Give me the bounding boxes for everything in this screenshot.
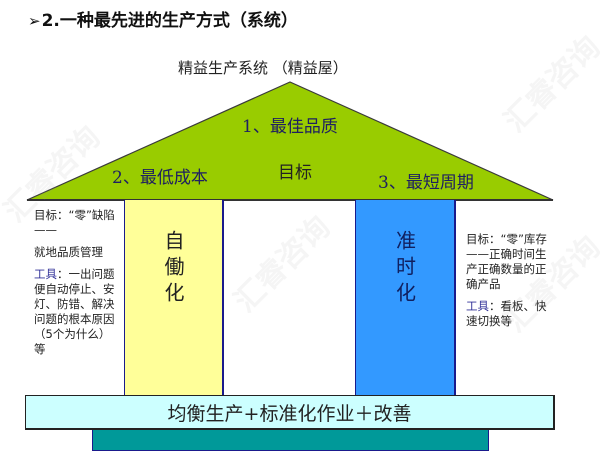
base-bar: 均衡生产+标准化作业＋改善 [25,395,555,430]
foundation-block [92,429,489,451]
right-tool-label: 工具 [466,299,489,313]
left-detail-text: 就地品质管理 [34,245,103,259]
right-tool-paragraph: 工具：看板、快速切换等 [466,299,548,329]
pillar-jidoka-label: 自働化 [161,230,185,308]
right-notes: 目标：“零”库存——正确时间生产正确数量的正确产品 工具：看板、快速切换等 [466,232,548,336]
goal-lowest-cost: 2、最低成本 [112,168,208,188]
right-goal-text: 目标：“零”库存——正确时间生产正确数量的正确产品 [466,232,547,291]
goal-best-quality: 1、最佳品质 [242,117,338,137]
right-tool-text: ：看板、快速切换等 [466,299,547,328]
diagram-title: 精益生产系统 （精益屋） [178,59,348,77]
heading-text: 2.一种最先进的生产方式（系统） [41,11,298,31]
left-tool-paragraph: 工具：一出问题便自动停止、安灯、防错、解决问题的根本原因（5个为什么）等 [34,267,116,357]
left-tool-text: ：一出问题便自动停止、安灯、防错、解决问题的根本原因（5个为什么）等 [34,267,115,356]
left-notes: 目标：“零”缺陷—— 就地品质管理 工具：一出问题便自动停止、安灯、防错、解决问… [34,208,116,364]
page-heading: ➢2.一种最先进的生产方式（系统） [28,6,298,31]
goal-shortest-cycle: 3、最短周期 [378,173,474,193]
base-bar-text: 均衡生产+标准化作业＋改善 [167,402,412,425]
goal-label: 目标 [278,163,312,183]
bullet-arrow-icon: ➢ [28,12,41,30]
left-goal-text: 目标：“零”缺陷—— [34,208,115,237]
left-tool-label: 工具 [34,267,57,281]
pillar-jit-label: 准时化 [392,230,417,308]
pillar-jidoka: 自働化 [124,200,224,395]
pillar-jit: 准时化 [355,200,456,395]
